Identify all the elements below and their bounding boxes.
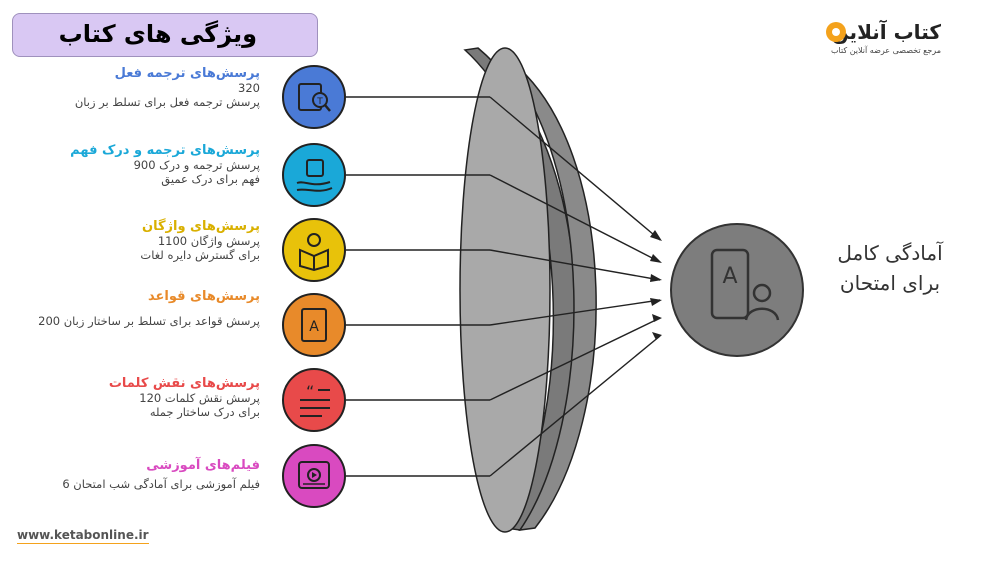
item-title: پرسش‌های واژگان	[141, 219, 260, 234]
svg-text:T: T	[316, 97, 323, 107]
exam-ready-icon: A	[670, 223, 804, 357]
connector-lines	[346, 96, 661, 477]
item-verb-translation: پرسش‌های ترجمه فعل 320 پرسش ترجمه فعل بر…	[0, 66, 260, 109]
item-desc: پرسش قواعد برای تسلط بر ساختار زبان 200	[38, 314, 260, 328]
site-url[interactable]: www.ketabonline.ir	[17, 528, 149, 544]
svg-text:“: “	[306, 382, 314, 401]
vocabulary-book-icon	[282, 218, 346, 282]
title-banner: ویژگی های کتاب	[12, 13, 318, 57]
item-desc: 320 پرسش ترجمه فعل برای تسلط بر زبان	[74, 81, 260, 109]
item-title: پرسش‌های ترجمه و درک فهم	[70, 143, 260, 158]
book-translate-icon: T	[282, 65, 346, 129]
item-desc: پرسش ترجمه و درک 900 فهم برای درک عمیق	[133, 158, 260, 186]
brand-name: کتاب آنلاین	[831, 20, 941, 44]
item-title: فیلم‌های آموزشی	[146, 458, 260, 473]
item-comprehension: پرسش‌های ترجمه و درک فهم پرسش ترجمه و در…	[0, 143, 260, 186]
page-title: ویژگی های کتاب	[58, 20, 257, 48]
brand-tagline: مرجع تخصصی عرضه آنلاین کتاب	[830, 46, 941, 55]
svg-text:A: A	[722, 264, 737, 289]
item-title: پرسش‌های نقش کلمات	[108, 376, 260, 391]
puzzle-hand-icon	[282, 143, 346, 207]
item-desc: پرسش واژگان 1100 برای گسترش دایره لغات	[140, 234, 260, 262]
item-vocabulary: پرسش‌های واژگان پرسش واژگان 1100 برای گس…	[0, 219, 260, 262]
item-word-roles: پرسش‌های نقش کلمات پرسش نقش کلمات 120 بر…	[0, 376, 260, 419]
item-desc: فیلم آموزشی برای آمادگی شب امتحان 6	[62, 477, 260, 491]
grammar-book-icon: A	[282, 293, 346, 357]
arrowheads	[650, 230, 662, 340]
svg-text:A: A	[309, 319, 319, 335]
lens-shape	[459, 47, 597, 533]
result-label: آمادگی کامل برای امتحان	[837, 241, 943, 295]
item-videos: فیلم‌های آموزشی فیلم آموزشی برای آمادگی …	[0, 458, 260, 491]
logo-icon	[826, 22, 846, 42]
item-title: پرسش‌های ترجمه فعل	[114, 66, 260, 81]
item-desc: پرسش نقش کلمات 120 برای درک ساختار جمله	[139, 391, 260, 419]
item-grammar: پرسش‌های قواعد پرسش قواعد برای تسلط بر س…	[0, 289, 260, 328]
brand-logo[interactable]: کتاب آنلاین مرجع تخصصی عرضه آنلاین کتاب	[826, 20, 976, 60]
item-title: پرسش‌های قواعد	[148, 289, 260, 304]
quote-text-icon: “	[282, 368, 346, 432]
video-player-icon	[282, 444, 346, 508]
